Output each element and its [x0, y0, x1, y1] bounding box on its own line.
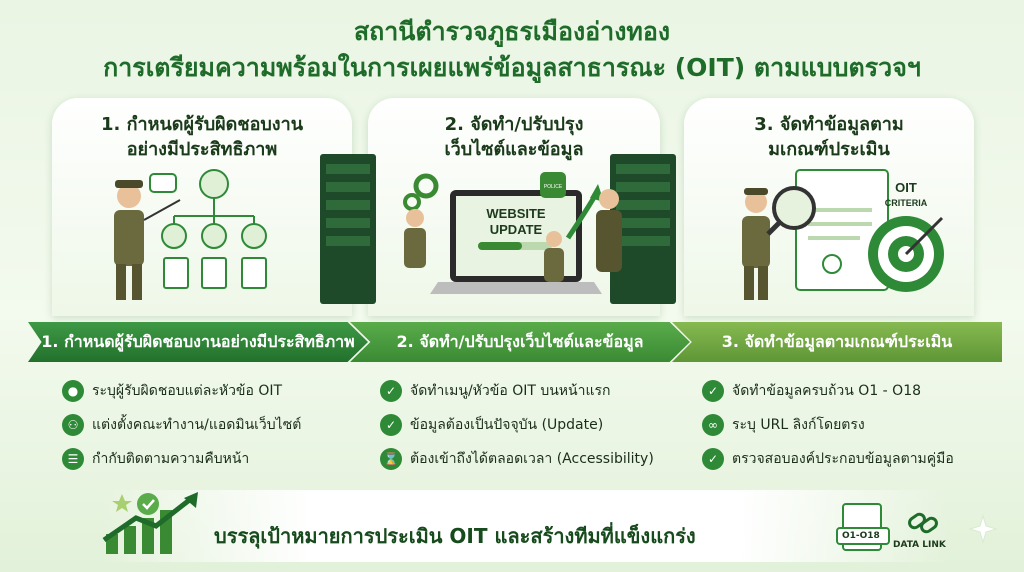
panel-assign-responsibility: 1. กำหนดผู้รับผิดชอบงาน อย่างมีประสิทธิภ… — [52, 98, 352, 316]
sparkle-icon — [968, 514, 998, 544]
panel-website-update: 2. จัดทำ/ปรับปรุง เว็บไซต์และข้อมูล WEBS… — [320, 98, 676, 316]
list-item: ✓จัดทำข้อมูลครบถ้วน O1 - O18 — [702, 374, 954, 408]
screen-text-1: WEBSITE — [486, 206, 546, 221]
step-banner-1: 1. กำหนดผู้รับผิดชอบงานอย่างมีประสิทธิภา… — [28, 322, 368, 362]
panel-criteria-data: 3. จัดทำข้อมูลตาม มเกณฑ์ประเมิน OIT CRIT… — [684, 98, 974, 316]
check-icon: ✓ — [702, 448, 724, 470]
target-icon — [868, 216, 944, 292]
step-banner-3: 3. จัดทำข้อมูลตามเกณฑ์ประเมิน — [672, 322, 1002, 362]
panel-title: 2. จัดทำ/ปรับปรุง เว็บไซต์และข้อมูล — [444, 114, 584, 160]
step-2-list: ✓จัดทำเมนู/หัวข้อ OIT บนหน้าแรก ✓ข้อมูลต… — [380, 374, 654, 476]
step-banner-2: 2. จัดทำ/ปรับปรุงเว็บไซต์และข้อมูล — [350, 322, 690, 362]
step-3-list: ✓จัดทำข้อมูลครบถ้วน O1 - O18 ∞ระบุ URL ล… — [702, 374, 954, 476]
list-item: ☰กำกับติดตามความคืบหน้า — [62, 442, 301, 476]
progress-bar-fill — [478, 242, 522, 250]
link-icon: ∞ — [702, 414, 724, 436]
list-item: ⌛ต้องเข้าถึงได้ตลอดเวลา (Accessibility) — [380, 442, 654, 476]
doc-label-2: CRITERIA — [885, 198, 928, 208]
doc-label-1: OIT — [895, 180, 917, 195]
panel-title: 3. จัดทำข้อมูลตาม มเกณฑ์ประเมิน — [754, 114, 904, 160]
list-item: ✓ตรวจสอบองค์ประกอบข้อมูลตามคู่มือ — [702, 442, 954, 476]
team-icon: ⚇ — [62, 414, 84, 436]
person-icon: ● — [62, 380, 84, 402]
check-icon: ✓ — [702, 380, 724, 402]
check-icon: ✓ — [380, 380, 402, 402]
screen-text-2: UPDATE — [490, 222, 543, 237]
growth-chart-icon — [102, 492, 198, 554]
officer-figure — [114, 180, 181, 300]
data-link-label: DATA LINK — [893, 540, 946, 550]
server-rack-left — [320, 154, 376, 304]
page-title: สถานีตำรวจภูธรเมืองอ่างทอง — [353, 17, 671, 46]
goal-statement: บรรลุเป้าหมายการประเมิน OIT และสร้างทีมท… — [214, 524, 696, 548]
list-icon: ☰ — [62, 448, 84, 470]
doc-range-label: O1-O18 — [842, 531, 880, 541]
list-item: ∞ระบุ URL ลิงก์โดยตรง — [702, 408, 954, 442]
hourglass-icon: ⌛ — [380, 448, 402, 470]
list-item: ⚇แต่งตั้งคณะทำงาน/แอดมินเว็บไซต์ — [62, 408, 301, 442]
panel-title: 1. กำหนดผู้รับผิดชอบงาน อย่างมีประสิทธิภ… — [100, 114, 304, 160]
step-1-list: ●ระบุผู้รับผิดชอบแต่ละหัวข้อ OIT ⚇แต่งตั… — [62, 374, 301, 476]
page-subtitle: การเตรียมความพร้อมในการเผยแพร่ข้อมูลสาธา… — [103, 53, 921, 82]
list-item: ✓ข้อมูลต้องเป็นปัจจุบัน (Update) — [380, 408, 654, 442]
document-icon — [836, 503, 890, 551]
magnifier-icon — [772, 186, 816, 230]
list-item: ✓จัดทำเมนู/หัวข้อ OIT บนหน้าแรก — [380, 374, 654, 408]
police-badge-label: POLICE — [544, 184, 563, 190]
link-icon — [908, 512, 938, 534]
laptop-base — [430, 282, 602, 294]
list-item: ●ระบุผู้รับผิดชอบแต่ละหัวข้อ OIT — [62, 374, 301, 408]
org-chart-illustration — [114, 169, 267, 300]
website-update-illustration: WEBSITE UPDATE POLICE — [320, 154, 676, 304]
criteria-illustration: OIT CRITERIA — [742, 169, 944, 300]
check-badge-icon: ✓ — [380, 414, 402, 436]
goal-strip — [100, 490, 950, 562]
